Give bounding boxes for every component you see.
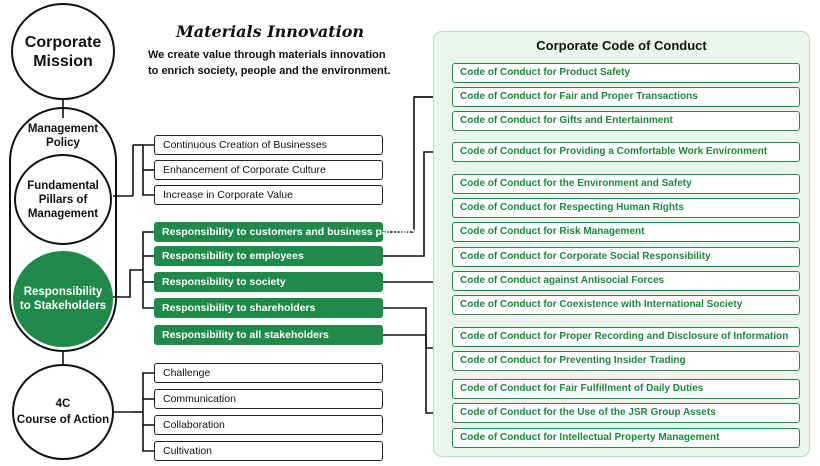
- corporate-mission-label: Corporate Mission: [24, 33, 102, 70]
- stakeholder-responsibility-box: Responsibility to employees: [154, 246, 383, 266]
- corporate-mission-circle: Corporate Mission: [11, 3, 115, 100]
- stakeholder-responsibility-box: Responsibility to all stakeholders: [154, 325, 383, 345]
- fundamental-pillars-circle: Fundamental Pillars of Management: [14, 154, 112, 245]
- code-item: Code of Conduct for Risk Management: [452, 222, 800, 242]
- pillar-box: Continuous Creation of Businesses: [154, 135, 383, 155]
- materials-innovation-description: We create value through materials innova…: [148, 49, 391, 77]
- code-item: Code of Conduct for Fair and Proper Tran…: [452, 87, 800, 107]
- code-item: Code of Conduct for the Environment and …: [452, 174, 800, 194]
- materials-innovation-title: Materials Innovation: [176, 22, 365, 41]
- code-item: Code of Conduct for Fair Fulfillment of …: [452, 379, 800, 399]
- management-policy-label: Management Policy: [27, 123, 99, 149]
- code-item: Code of Conduct for the Use of the JSR G…: [452, 403, 800, 423]
- pillar-box: Enhancement of Corporate Culture: [154, 160, 383, 180]
- code-of-conduct-title: Corporate Code of Conduct: [536, 38, 707, 53]
- course-of-action-label: 4C Course of Action: [16, 398, 110, 426]
- responsibility-stakeholders-label: Responsibility to Stakeholders: [19, 286, 107, 312]
- course-action-box: Cultivation: [154, 441, 383, 461]
- pillar-box: Increase in Corporate Value: [154, 185, 383, 205]
- code-item: Code of Conduct for Intellectual Propert…: [452, 428, 800, 448]
- stakeholder-responsibility-box: Responsibility to society: [154, 272, 383, 292]
- code-item: Code of Conduct for Gifts and Entertainm…: [452, 111, 800, 131]
- code-item: Code of Conduct for Respecting Human Rig…: [452, 198, 800, 218]
- code-item: Code of Conduct for Preventing Insider T…: [452, 351, 800, 371]
- code-item: Code of Conduct for Corporate Social Res…: [452, 247, 800, 267]
- code-item: Code of Conduct for Proper Recording and…: [452, 327, 800, 347]
- responsibility-stakeholders-circle: Responsibility to Stakeholders: [13, 251, 113, 347]
- code-item: Code of Conduct against Antisocial Force…: [452, 271, 800, 291]
- code-item: Code of Conduct for Product Safety: [452, 63, 800, 83]
- stakeholder-responsibility-box: Responsibility to customers and business…: [154, 222, 418, 242]
- course-action-box: Communication: [154, 389, 383, 409]
- management-policy-pill: [9, 107, 117, 352]
- code-item: Code of Conduct for Providing a Comforta…: [452, 142, 800, 162]
- course-action-box: Collaboration: [154, 415, 383, 435]
- fundamental-pillars-label: Fundamental Pillars of Management: [27, 179, 99, 220]
- code-item: Code of Conduct for Coexistence with Int…: [452, 295, 800, 315]
- course-of-action-circle: 4C Course of Action: [12, 364, 114, 460]
- stakeholder-responsibility-box: Responsibility to shareholders: [154, 298, 383, 318]
- course-action-box: Challenge: [154, 363, 383, 383]
